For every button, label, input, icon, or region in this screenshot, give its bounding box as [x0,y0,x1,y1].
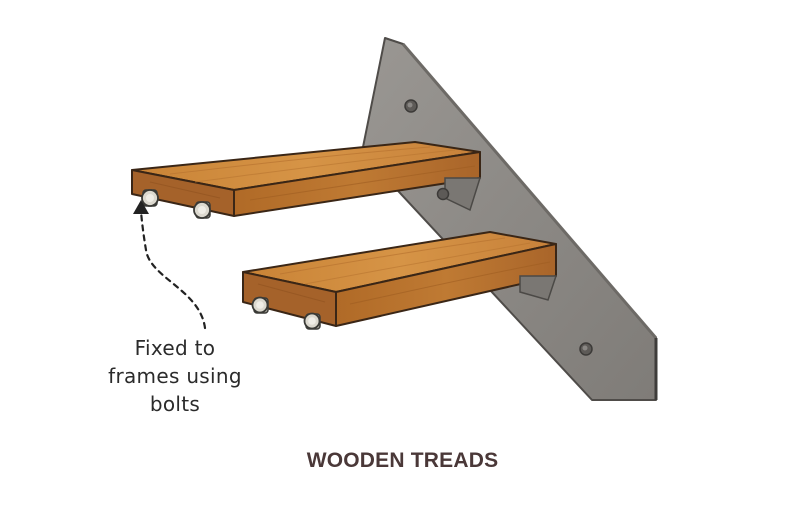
annotation-line-2: frames using [108,364,242,388]
bolt-head-icon [404,99,418,113]
bolt-head-icon [193,201,211,219]
upper-tread-bolts [141,189,211,219]
plate-bolts [404,99,593,356]
lower-wooden-tread [242,231,558,327]
bolt-head-icon [141,189,159,207]
annotation-line-1: Fixed to [134,336,216,360]
bolt-head-icon [579,342,593,356]
bolt-head-icon [436,187,450,201]
upper-wooden-tread [131,141,482,217]
steel-stringer-plate [361,37,658,401]
bolt-head-icon [303,312,321,330]
annotation-line-3: bolts [149,392,201,416]
bolt-head-icon [251,296,269,314]
diagram-caption: WOODEN TREADS [306,449,499,472]
bolts-annotation: Fixed to frames using bolts [95,334,255,418]
dashed-arrow-icon [133,200,207,330]
lower-tread-bolts [251,296,321,330]
